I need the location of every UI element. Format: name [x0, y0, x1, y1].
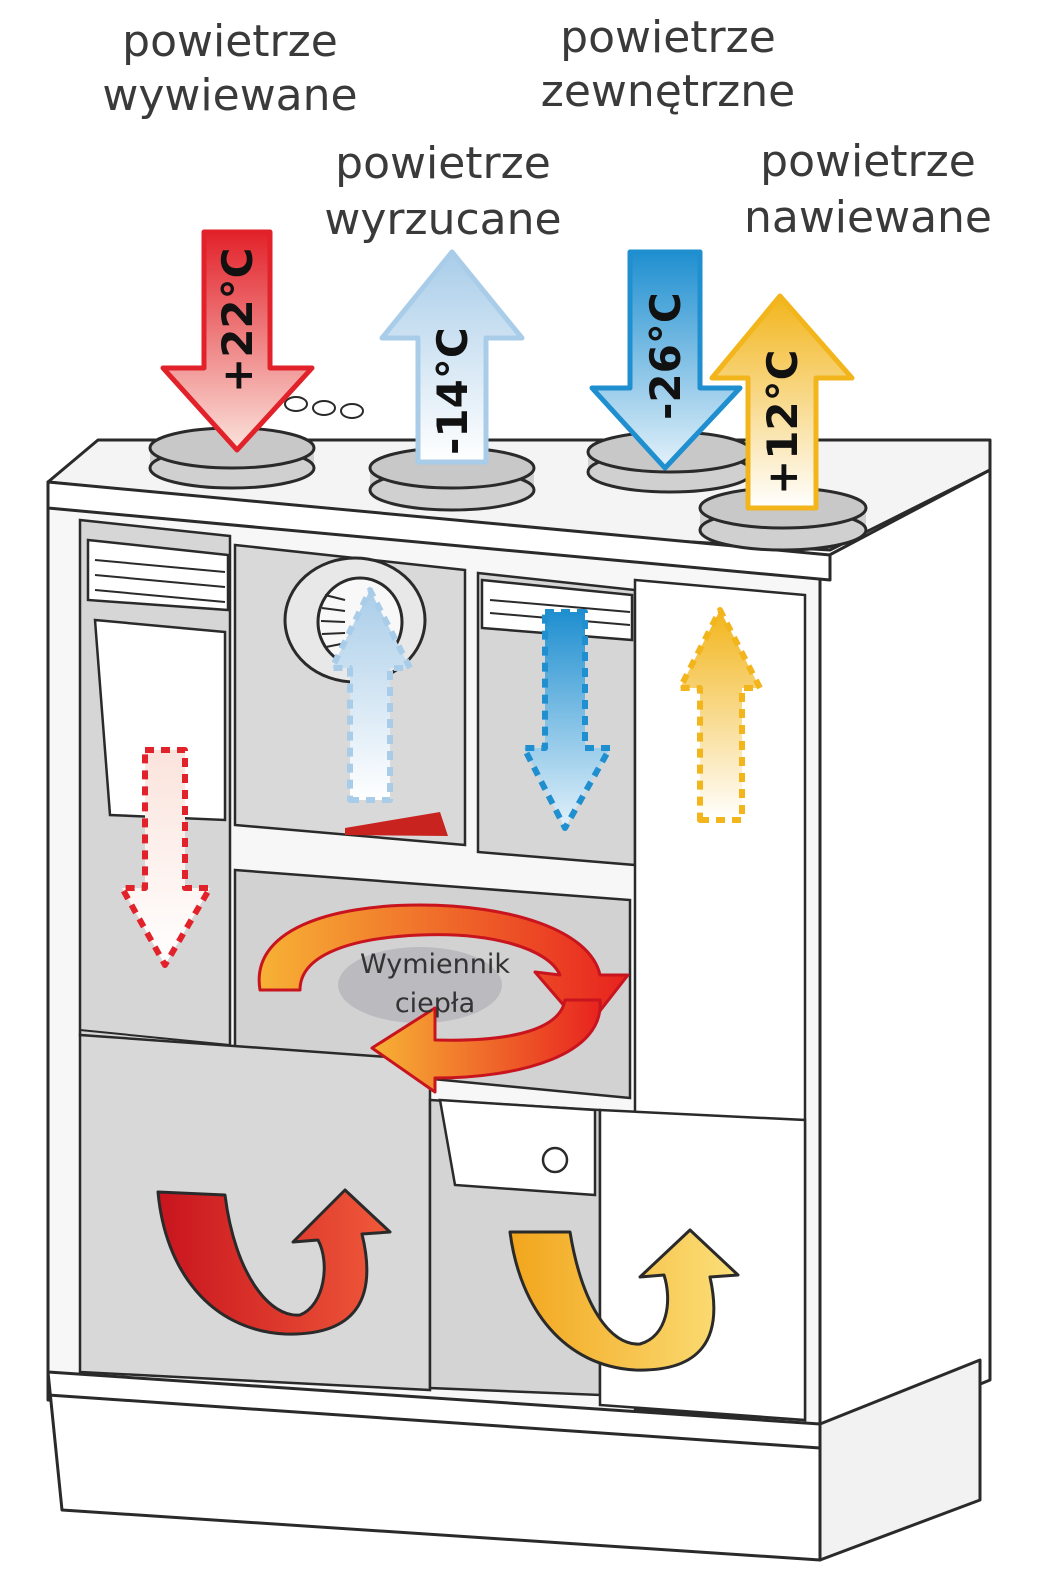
- arrow-exhaust-air: -14°C: [379, 249, 525, 465]
- label-extract-air: powietrze wywiewane: [102, 16, 357, 121]
- exchanger-swirl-upper: [257, 903, 630, 1032]
- label-outdoor-line1: powietrze: [560, 12, 776, 63]
- label-exhaust-line1: powietrze: [335, 138, 551, 189]
- exchanger-label-line2: ciepła: [395, 988, 475, 1019]
- spigot-exhaust: [368, 446, 536, 512]
- label-extract-line1: powietrze: [122, 16, 338, 67]
- arrow-outdoor-air: -26°C: [589, 249, 743, 471]
- internal-arrow-supply: [677, 607, 763, 823]
- exchanger-label-line1: Wymiennik: [360, 949, 510, 980]
- exchanger-core: [338, 947, 502, 1023]
- temp-extract: +22°C: [213, 248, 262, 393]
- internal-arrow-exhaust: [329, 587, 413, 803]
- label-supply-line1: powietrze: [760, 136, 976, 187]
- temp-outdoor: -26°C: [641, 292, 690, 420]
- label-supply-line2: nawiewane: [744, 192, 992, 243]
- housing-right-side: [818, 468, 992, 1452]
- label-outdoor-air: powietrze zewnętrzne: [541, 12, 796, 117]
- exchanger-swirl-lower: [370, 998, 602, 1094]
- internal-arrow-extract: [119, 747, 213, 968]
- heat-exchanger: Wymiennik ciepła: [257, 903, 630, 1094]
- housing-base-side: [818, 1358, 982, 1562]
- label-outdoor-line2: zewnętrzne: [541, 66, 796, 117]
- louvre-slats: [79, 559, 631, 1046]
- control-knobs: [284, 396, 364, 419]
- left-duct-white-panel: [93, 618, 227, 822]
- lower-left-chamber: [78, 1033, 432, 1392]
- label-extract-line2: wywiewane: [102, 70, 357, 121]
- base-line: [47, 1393, 821, 1450]
- arrow-supply-air: +12°C: [709, 293, 855, 511]
- u-turn-arrow-extract: [156, 1188, 392, 1336]
- u-turn-arrow-supply: [508, 1228, 740, 1372]
- label-supply-air: powietrze nawiewane: [744, 136, 992, 243]
- label-exhaust-line2: wyrzucane: [324, 194, 561, 245]
- housing-top-rail: [46, 480, 832, 582]
- internal-flow-arrows: [119, 587, 763, 968]
- drain-outlet: [541, 1146, 569, 1174]
- spigot-extract: [148, 426, 316, 490]
- label-exhaust-air: powietrze wyrzucane: [324, 138, 561, 245]
- red-coil: [345, 812, 448, 836]
- internal-arrow-outdoor: [521, 609, 613, 831]
- right-louvre: [480, 578, 634, 642]
- drain-tray: [438, 1098, 597, 1197]
- arrow-extract-air: +22°C: [160, 229, 315, 453]
- temp-supply: +12°C: [758, 350, 807, 495]
- temp-exhaust: -14°C: [428, 327, 477, 455]
